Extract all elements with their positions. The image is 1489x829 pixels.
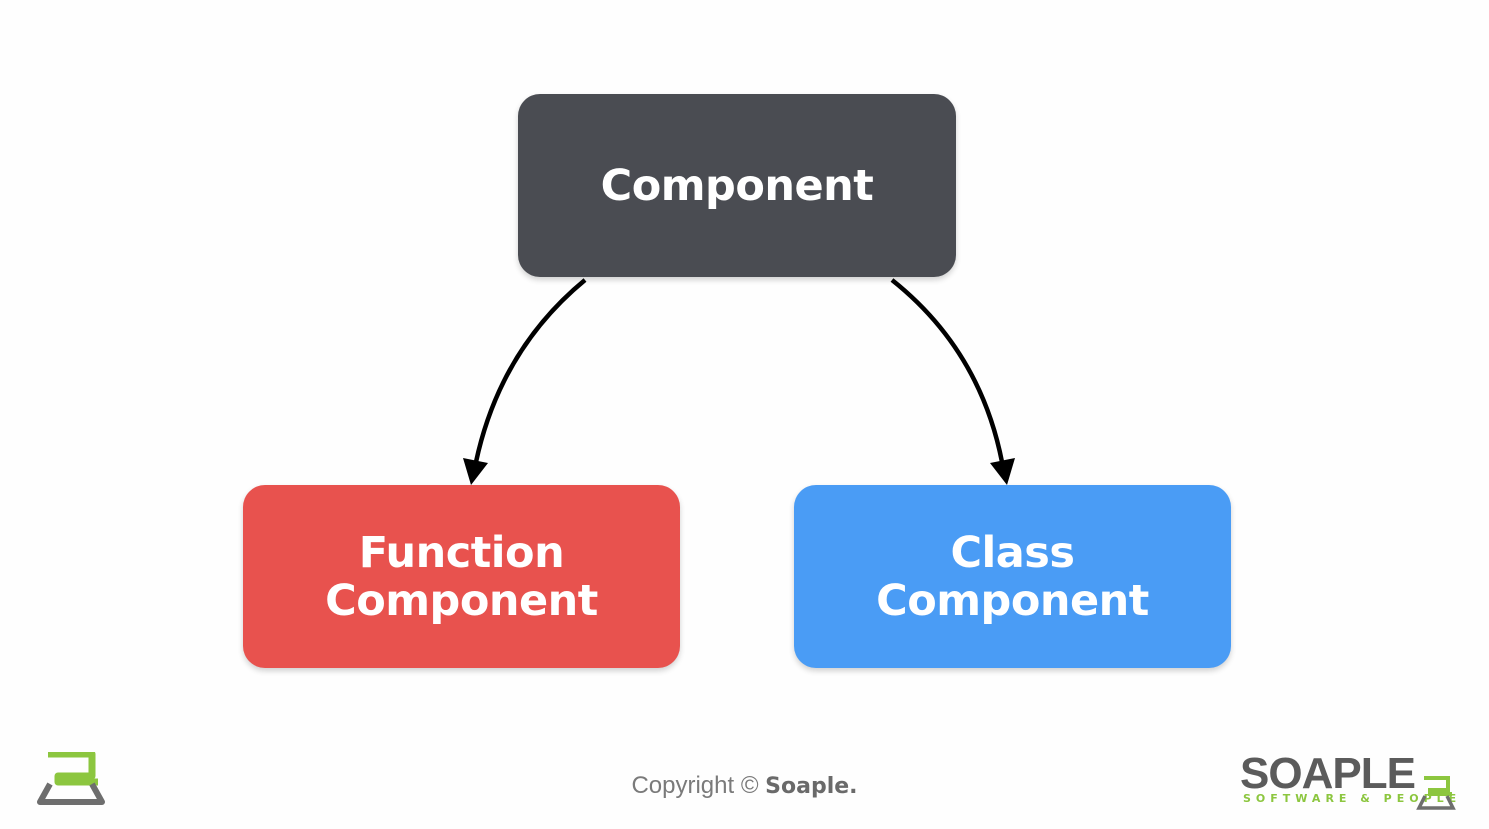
soaple-mini-logo-icon — [1416, 776, 1456, 810]
soaple-wordmark: SOAPLE — [1240, 749, 1416, 798]
soaple-brand: SOAPLE SOFTWARE & PEOPLE — [1240, 752, 1460, 812]
node-class-component-line2: Component — [876, 575, 1149, 626]
copyright-prefix: Copyright © — [631, 772, 766, 799]
arrowhead-left — [463, 458, 488, 485]
soaple-tagline: SOFTWARE & PEOPLE — [1243, 792, 1462, 805]
node-function-component: Function Component — [243, 485, 680, 668]
node-function-component-line1: Function — [358, 527, 565, 578]
node-class-component: Class Component — [794, 485, 1231, 668]
node-class-component-line1: Class — [950, 527, 1075, 578]
copyright-notice: Copyright © Soaple. — [0, 772, 1489, 800]
copyright-brand: Soaple. — [765, 774, 858, 799]
node-component-label: Component — [600, 160, 874, 211]
edge-component-to-function — [473, 278, 587, 463]
node-function-component-line2: Component — [325, 575, 598, 626]
node-component: Component — [518, 94, 956, 277]
soaple-logo-icon — [37, 752, 105, 805]
arrowhead-right — [990, 458, 1015, 485]
edge-component-to-class — [890, 278, 1005, 463]
